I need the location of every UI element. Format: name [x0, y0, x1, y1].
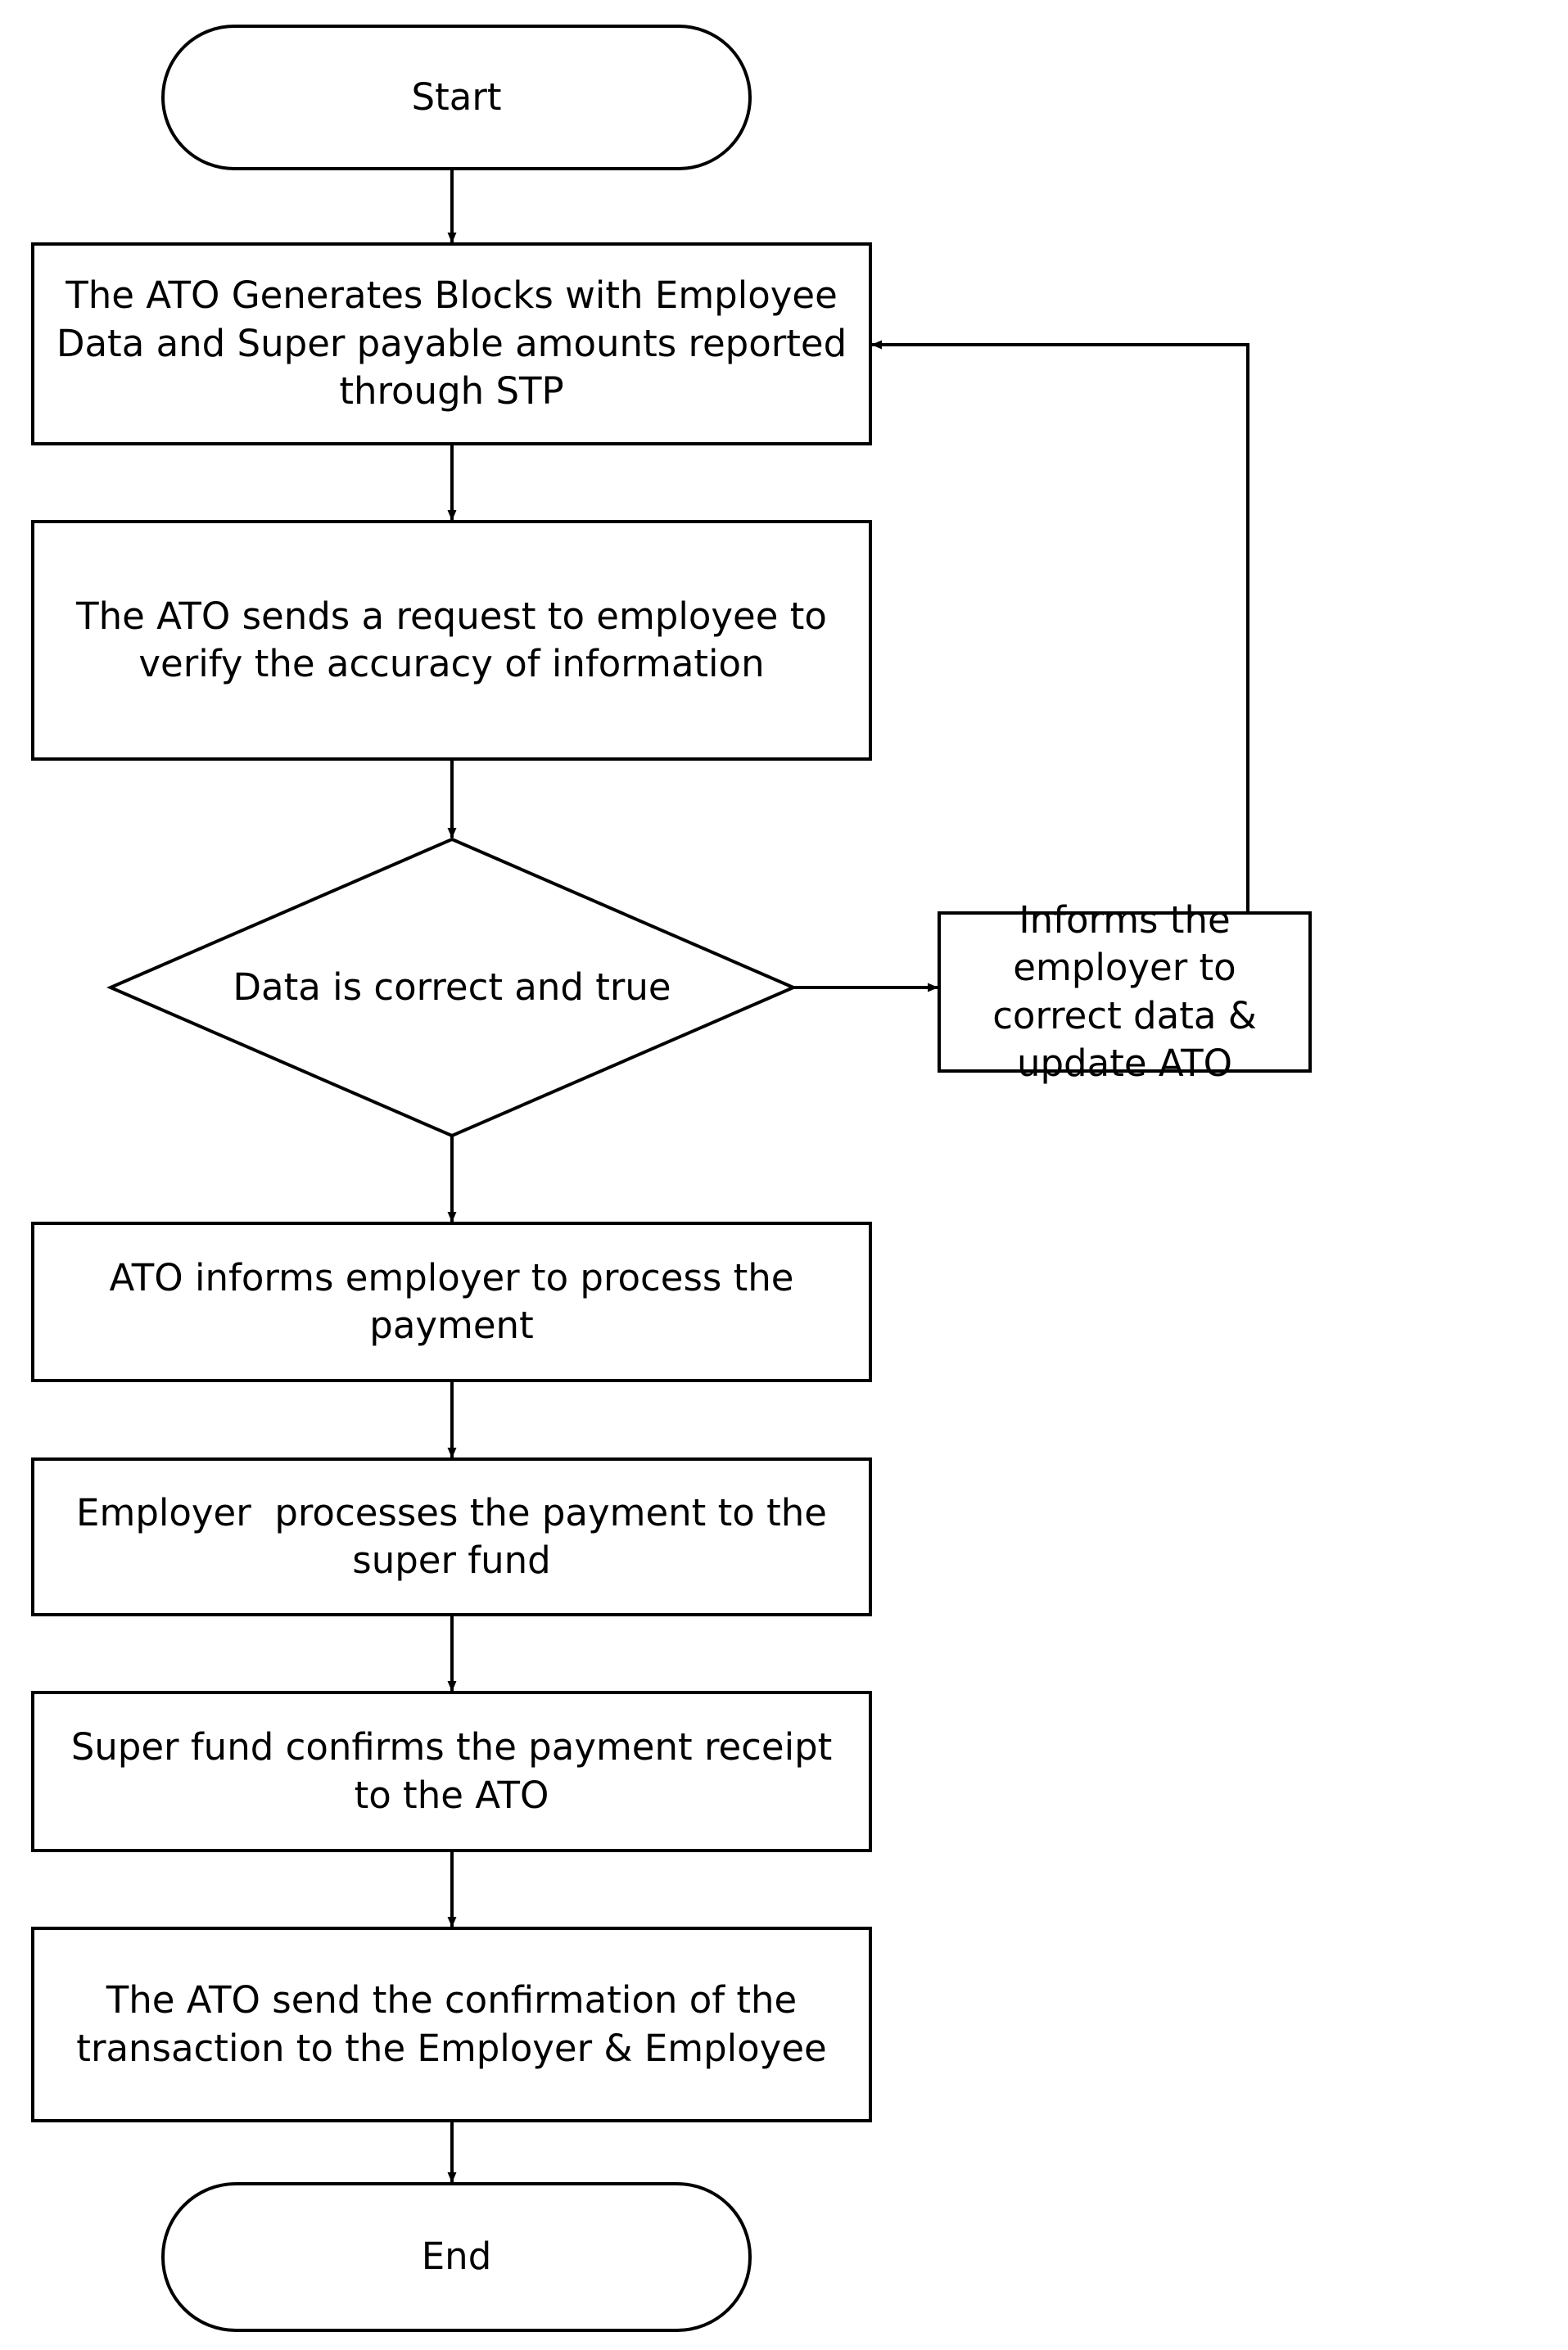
node-shape-end[interactable] [161, 2182, 752, 2332]
node-shape-correct-data[interactable] [938, 911, 1312, 1073]
node-shape-ato-request[interactable] [31, 520, 872, 761]
node-shape-employer-pays[interactable] [31, 1457, 872, 1616]
node-shape-decision[interactable] [106, 837, 798, 1138]
node-shape-fund-confirms[interactable] [31, 1691, 872, 1852]
node-shape-ato-generates[interactable] [31, 242, 872, 445]
node-shape-start[interactable] [161, 25, 752, 170]
edge-correct-data-feedback-to-ato-generates [871, 340, 1249, 913]
node-shape-ato-informs[interactable] [31, 1222, 872, 1382]
node-shape-ato-confirm[interactable] [31, 1927, 872, 2122]
